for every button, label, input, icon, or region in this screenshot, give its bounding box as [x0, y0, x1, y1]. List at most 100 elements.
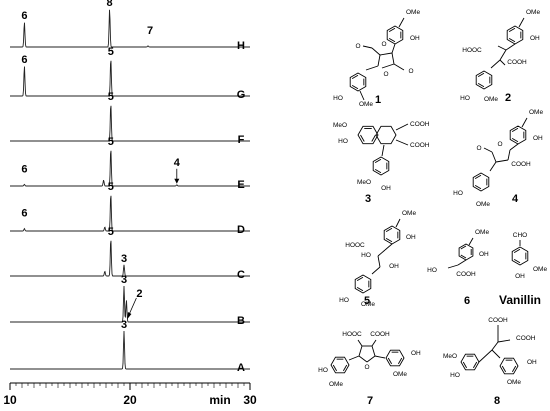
- bond: [358, 345, 363, 357]
- substituent-cooh: COOH: [410, 142, 430, 149]
- substituent-oh: OH: [389, 263, 399, 270]
- bond: [483, 147, 493, 153]
- substituent-cooh: COOH: [370, 331, 390, 338]
- aromatic-ring: [330, 356, 350, 374]
- double-bond: [351, 74, 359, 80]
- substituent-oh: OH: [381, 185, 391, 192]
- bond: [381, 144, 385, 157]
- substituent-ho: HO: [453, 190, 463, 197]
- trace-label: B: [237, 315, 245, 327]
- aromatic-ring: [472, 172, 490, 192]
- double-bond: [397, 357, 403, 365]
- bond: [509, 143, 519, 151]
- aromatic-ring: [383, 225, 401, 245]
- ring: [375, 125, 397, 145]
- trace-line: [10, 330, 250, 370]
- double-bond: [511, 127, 519, 133]
- aromatic-ring: [386, 25, 404, 45]
- substituent-ome: OMe: [393, 371, 407, 378]
- peak-label: 5: [108, 136, 114, 148]
- double-bond: [387, 357, 393, 365]
- substituent-ome: OMe: [484, 96, 498, 103]
- substituent-ome: OMe: [329, 381, 343, 388]
- peak-label: 7: [147, 25, 153, 37]
- peak-label: 3: [121, 253, 127, 265]
- double-bond: [477, 82, 485, 88]
- peak-label: 3: [121, 274, 127, 286]
- bond: [348, 355, 360, 361]
- bond: [377, 54, 381, 67]
- double-bond: [513, 248, 521, 254]
- double-bond: [360, 134, 365, 142]
- bond: [395, 123, 409, 131]
- bond: [366, 355, 376, 363]
- peak-label: 4: [174, 157, 181, 169]
- substituent-cooh: COOH: [456, 271, 476, 278]
- substituent-ho: HO: [460, 95, 470, 102]
- bond: [447, 264, 459, 269]
- substituent-ome: OMe: [533, 266, 547, 273]
- bond: [490, 59, 501, 69]
- double-bond: [460, 245, 467, 250]
- bond: [358, 355, 368, 363]
- bond: [393, 63, 405, 71]
- ring-o: O: [381, 41, 386, 48]
- peak-label: 5: [108, 91, 114, 103]
- trace-label: E: [237, 179, 244, 191]
- bond: [391, 43, 396, 54]
- peak-label: 2: [136, 288, 142, 300]
- bond: [362, 45, 373, 49]
- double-bond: [342, 364, 348, 372]
- trace-D: 65D: [10, 181, 250, 236]
- peak-label: 6: [21, 54, 27, 66]
- ring-o: O: [497, 141, 502, 148]
- bond: [507, 149, 511, 161]
- aromatic-ring: [385, 349, 405, 367]
- double-bond: [388, 37, 396, 43]
- substituent-ho: HO: [318, 367, 328, 374]
- compound-number: 3: [365, 193, 371, 205]
- double-bond: [508, 37, 516, 43]
- substituent-meo: MeO: [443, 353, 457, 360]
- trace-line: [10, 9, 250, 48]
- aromatic-ring: [509, 125, 527, 145]
- bond: [384, 243, 393, 251]
- bond: [371, 266, 381, 275]
- bond: [505, 43, 516, 51]
- aromatic-ring: [349, 72, 367, 92]
- double-bond: [460, 254, 467, 259]
- bond: [377, 249, 386, 257]
- double-bond: [356, 276, 364, 282]
- bond: [489, 161, 497, 172]
- substituent-ome: OMe: [359, 101, 373, 108]
- bond: [379, 52, 393, 56]
- double-bond: [374, 158, 382, 164]
- x-tick-label: 30: [243, 393, 257, 407]
- substituent-oh: OH: [530, 35, 540, 42]
- substituent-ome: OMe: [361, 301, 375, 308]
- substituent-ome: OMe: [476, 201, 490, 208]
- substituent-cooh: COOH: [516, 335, 536, 342]
- bond: [495, 159, 509, 163]
- substituent-ho: HO: [427, 267, 437, 274]
- compound-number: 5: [364, 295, 370, 307]
- substituent-oh: OH: [406, 234, 416, 241]
- trace-line: [10, 195, 250, 232]
- substituent-hooc: HOOC: [345, 242, 365, 249]
- trace-label: G: [237, 89, 246, 101]
- compound-number: 6: [464, 295, 470, 307]
- bond: [374, 355, 386, 359]
- compound-number: 2: [505, 92, 511, 104]
- peak-arrow-head: [127, 312, 132, 319]
- double-bond: [477, 72, 485, 78]
- aromatic-ring: [372, 156, 390, 176]
- substituent-meo: MeO: [357, 179, 371, 186]
